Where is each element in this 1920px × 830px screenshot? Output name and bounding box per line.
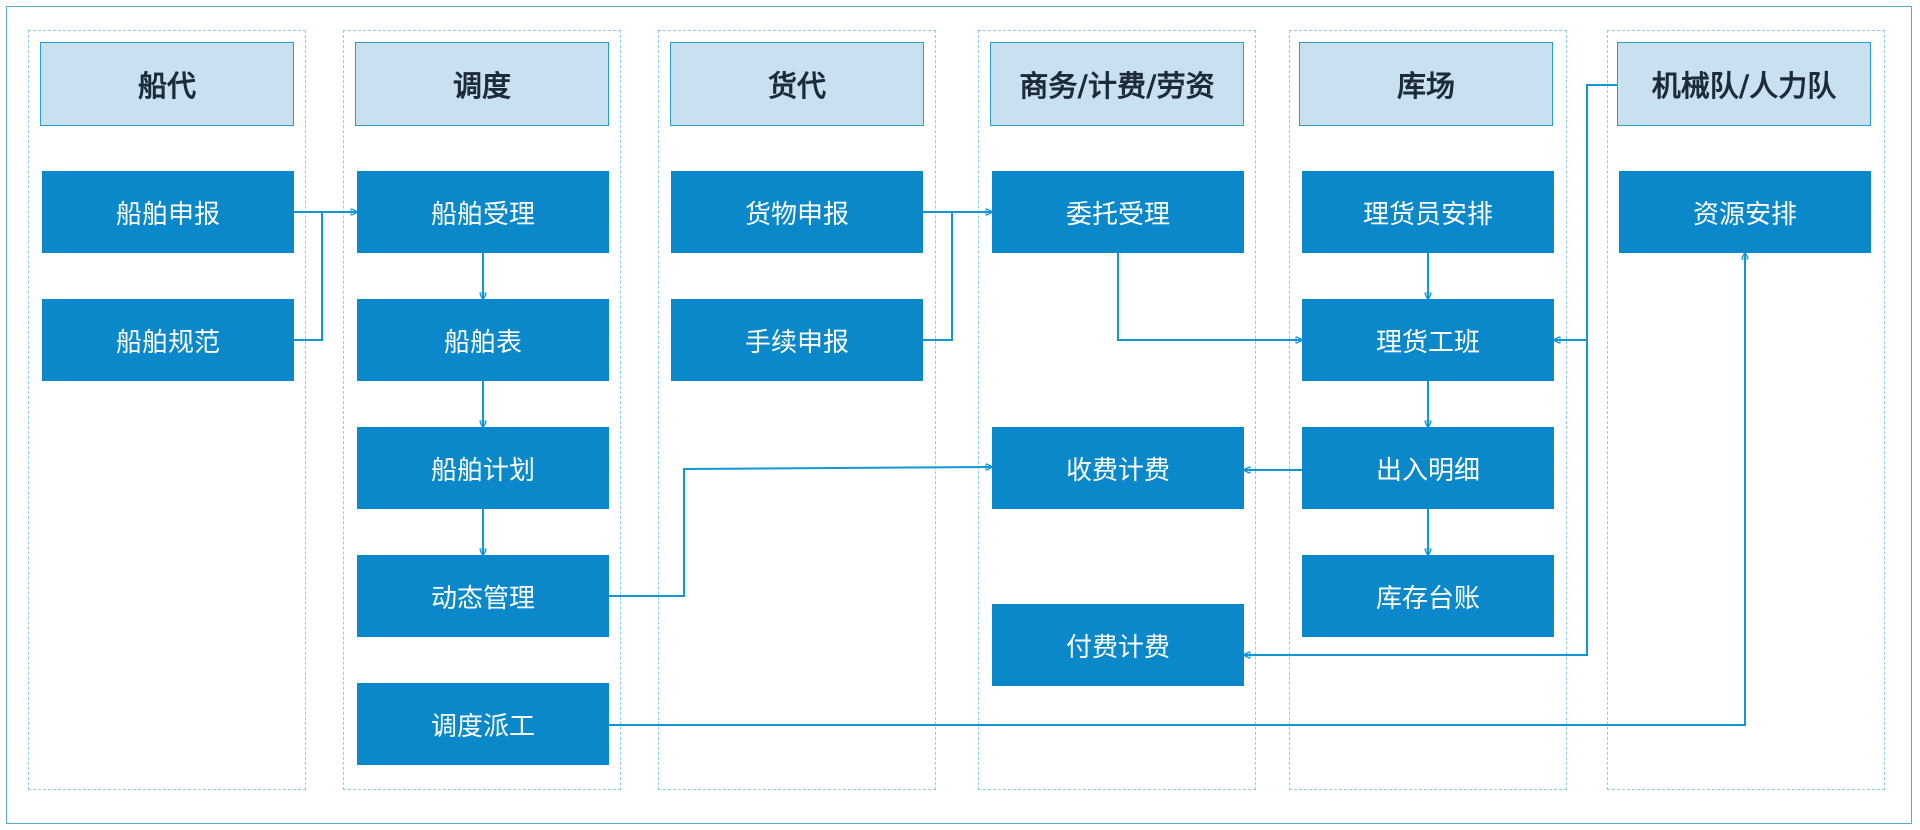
step-vessel-declaration[interactable]: 船舶申报: [42, 171, 294, 253]
step-payment-billing[interactable]: 付费计费: [992, 604, 1244, 686]
connector-machinery-header-to-payment: [1244, 84, 1617, 655]
lane-header-dispatch: 调度: [355, 42, 609, 126]
lane-commerce-billing: [978, 30, 1256, 790]
connector-commission-to-tally-shift: [1117, 253, 1302, 340]
lane-header-freight-agent: 货代: [670, 42, 924, 126]
connector-procedure-to-commission: [923, 212, 953, 341]
step-tally-shift[interactable]: 理货工班: [1302, 299, 1554, 381]
step-vessel-specification[interactable]: 船舶规范: [42, 299, 294, 381]
step-dynamic-management[interactable]: 动态管理: [357, 555, 609, 637]
diagram-frame: [6, 6, 1912, 824]
step-commission-acceptance[interactable]: 委托受理: [992, 171, 1244, 253]
step-procedure-declaration[interactable]: 手续申报: [671, 299, 923, 381]
connector-dispatch-to-resource: [609, 253, 1745, 726]
step-vessel-plan[interactable]: 船舶计划: [357, 427, 609, 509]
lane-ship-agent: [28, 30, 306, 790]
lane-header-commerce-billing: 商务/计费/劳资: [990, 42, 1244, 126]
connector-specification-to-acceptance: [294, 212, 323, 341]
step-in-out-details[interactable]: 出入明细: [1302, 427, 1554, 509]
step-charge-billing[interactable]: 收费计费: [992, 427, 1244, 509]
lane-machinery-labor: [1607, 30, 1885, 790]
lane-dispatch: [343, 30, 621, 790]
lane-header-yard: 库场: [1299, 42, 1553, 126]
step-tally-clerk-arrangement[interactable]: 理货员安排: [1302, 171, 1554, 253]
lane-yard: [1289, 30, 1567, 790]
step-dispatch-assignment[interactable]: 调度派工: [357, 683, 609, 765]
lane-freight-agent: [658, 30, 936, 790]
connector-dynamic-to-charge: [609, 467, 992, 597]
step-cargo-declaration[interactable]: 货物申报: [671, 171, 923, 253]
step-vessel-acceptance[interactable]: 船舶受理: [357, 171, 609, 253]
step-vessel-table[interactable]: 船舶表: [357, 299, 609, 381]
step-resource-arrangement[interactable]: 资源安排: [1619, 171, 1871, 253]
lane-header-ship-agent: 船代: [40, 42, 294, 126]
step-inventory-ledger[interactable]: 库存台账: [1302, 555, 1554, 637]
lane-header-machinery-labor: 机械队/人力队: [1617, 42, 1871, 126]
